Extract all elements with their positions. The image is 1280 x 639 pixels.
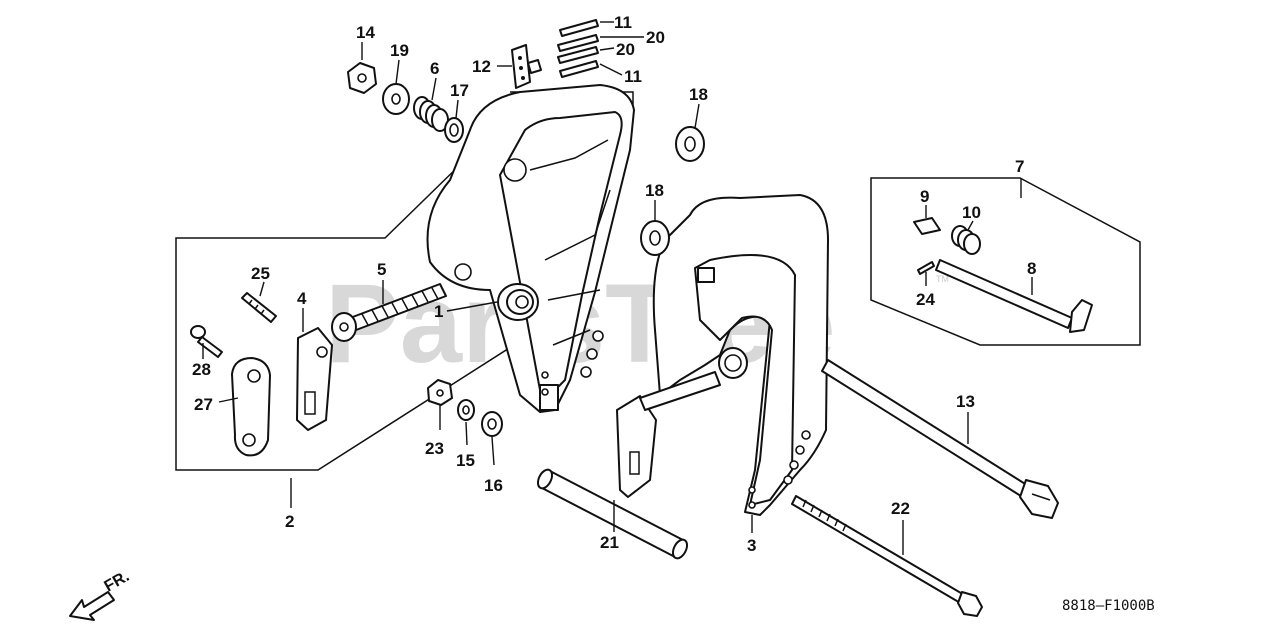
callout-20-lower: 20: [616, 40, 635, 59]
callout-17: 17: [450, 81, 469, 100]
callout-15: 15: [456, 451, 475, 470]
arrow-icon: [69, 591, 115, 621]
part-28-bolt[interactable]: [190, 325, 223, 358]
part-15-washer[interactable]: [457, 399, 475, 421]
right-clamp-bracket[interactable]: [652, 194, 829, 516]
callout-4: 4: [297, 289, 307, 308]
direction-label: FR.: [102, 568, 133, 596]
part-19-washer[interactable]: [382, 83, 410, 115]
callout-19: 19: [390, 41, 409, 60]
callout-24: 24: [916, 290, 935, 309]
callout-6: 6: [430, 59, 439, 78]
callout-11-lower: 11: [624, 67, 642, 86]
callout-1: 1: [434, 302, 443, 321]
part-23-nut[interactable]: [427, 379, 453, 406]
callout-18-lower: 18: [645, 181, 664, 200]
part-13-long-bolt[interactable]: [821, 359, 1059, 519]
part-11-pin-upper[interactable]: [559, 19, 599, 37]
callout-28: 28: [192, 360, 211, 379]
callout-7: 7: [1015, 157, 1024, 176]
callout-22: 22: [891, 499, 910, 518]
callout-18-upper: 18: [689, 85, 708, 104]
part-20-pin-lower[interactable]: [557, 46, 599, 64]
callout-16: 16: [484, 476, 503, 495]
callout-20-upper: 20: [646, 28, 665, 47]
callouts: 14 19 6 17 12 11 20 20 11 18 18 1 5 4 25…: [192, 13, 1036, 555]
part-1-cap[interactable]: [497, 283, 539, 321]
part-11-pin-lower[interactable]: [559, 60, 599, 78]
callout-11-upper: 11: [614, 13, 632, 32]
diagram-code: 8818—F1000B: [1062, 598, 1155, 614]
part-20-pin-upper[interactable]: [557, 34, 599, 52]
callout-14: 14: [356, 23, 375, 42]
part-12-plate[interactable]: [511, 44, 542, 89]
callout-25: 25: [251, 264, 270, 283]
part-27-link-plate[interactable]: [231, 357, 271, 457]
leader-lines: [202, 21, 1033, 555]
front-direction-indicator: FR.: [69, 568, 133, 621]
part-5-clamp-screw[interactable]: [331, 283, 447, 342]
callout-23: 23: [425, 439, 444, 458]
assembly-7-outline: [870, 177, 1141, 346]
part-14-nut[interactable]: [347, 62, 377, 94]
part-16-washer[interactable]: [481, 411, 503, 437]
callout-5: 5: [377, 260, 386, 279]
part-21-tube[interactable]: [535, 467, 690, 560]
part-9-key[interactable]: [913, 217, 941, 235]
part-18-washer-upper[interactable]: [675, 126, 705, 162]
callout-12: 12: [472, 57, 491, 76]
left-clamp-bracket[interactable]: [426, 84, 635, 413]
part-4-clamp-handle[interactable]: [296, 327, 333, 431]
part-3-lower-handle[interactable]: [616, 347, 748, 498]
callout-3: 3: [747, 536, 756, 555]
part-25-pin[interactable]: [241, 292, 277, 323]
part-18-washer-lower[interactable]: [640, 220, 670, 256]
callout-9: 9: [920, 187, 929, 206]
callout-21: 21: [600, 533, 619, 552]
part-10-spring[interactable]: [951, 225, 981, 255]
part-6-spring[interactable]: [413, 96, 449, 132]
callout-27: 27: [194, 395, 213, 414]
callout-8: 8: [1027, 259, 1036, 278]
part-24-pin[interactable]: [917, 261, 935, 275]
callout-10: 10: [962, 203, 981, 222]
watermark-trademark: TM: [936, 274, 949, 284]
part-17-washer[interactable]: [444, 117, 464, 143]
part-8-shaft[interactable]: [935, 259, 1093, 333]
callout-13: 13: [956, 392, 975, 411]
part-22-bolt[interactable]: [791, 495, 983, 617]
assembly-2-outline: [175, 91, 634, 471]
callout-2: 2: [285, 512, 294, 531]
